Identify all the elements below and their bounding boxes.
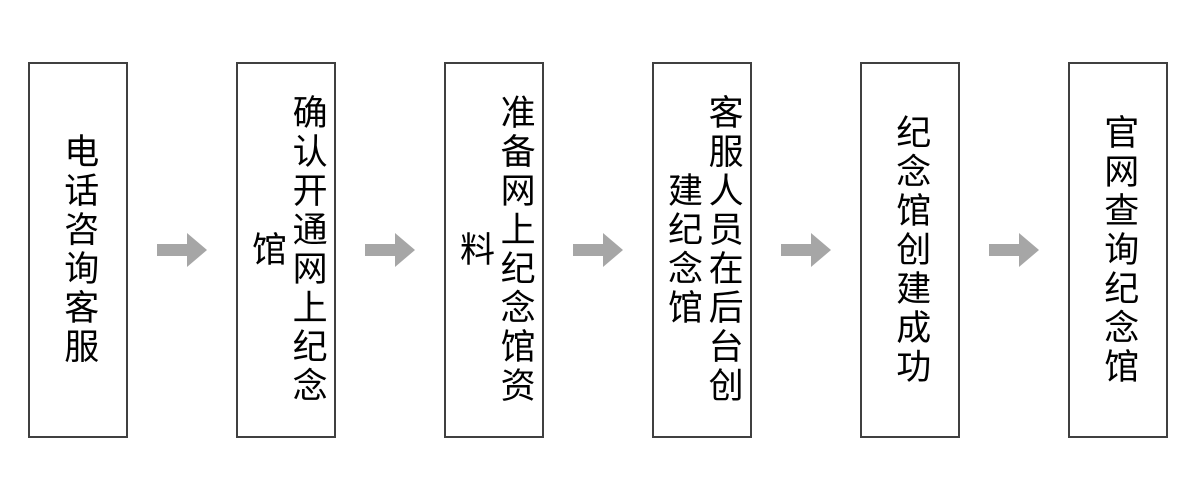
- flow-node-step-5[interactable]: 纪念馆创建成功: [860, 62, 960, 438]
- flow-node-label: 确认开通网上纪念馆: [246, 94, 327, 406]
- flow-node-step-3[interactable]: 准备网上纪念馆资料: [444, 62, 544, 438]
- flow-node-step-4[interactable]: 客服人员在后台创建纪念馆: [652, 62, 752, 438]
- arrow-right-icon-3: [544, 230, 652, 270]
- flow-node-label: 准备网上纪念馆资料: [454, 94, 535, 406]
- arrow-right-icon-4: [752, 230, 860, 270]
- arrow-right-icon-5: [960, 230, 1068, 270]
- flow-node-label: 官网查询纪念馆: [1098, 113, 1139, 387]
- flow-node-step-2[interactable]: 确认开通网上纪念馆: [236, 62, 336, 438]
- flow-node-label: 纪念馆创建成功: [890, 113, 931, 387]
- arrow-right-icon-2: [336, 230, 444, 270]
- flow-node-label: 电话咨询客服: [58, 133, 99, 367]
- arrow-right-icon-1: [128, 230, 236, 270]
- flow-node-step-1[interactable]: 电话咨询客服: [28, 62, 128, 438]
- flow-node-label: 客服人员在后台创建纪念馆: [662, 94, 743, 406]
- flow-node-step-6[interactable]: 官网查询纪念馆: [1068, 62, 1168, 438]
